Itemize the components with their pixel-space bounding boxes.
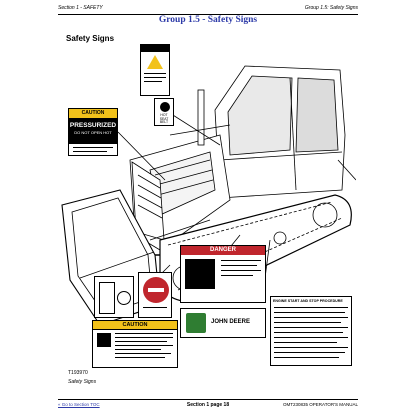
- section-toc-link[interactable]: « Go to Section TOC: [58, 402, 100, 407]
- engine-start-stop-label: ENGINE START AND STOP PROCEDURE: [273, 299, 343, 303]
- do-not-open-label: DO NOT OPEN HOT: [74, 130, 112, 135]
- section-title: Safety Signs: [66, 34, 115, 43]
- pressurized-caution-label: CAUTION: [69, 109, 117, 119]
- page-header: Section 1 - SAFETY Group 1.5: Safety Sig…: [58, 4, 358, 15]
- figure-id: T193970: [68, 370, 88, 376]
- danger-label: DANGER: [181, 246, 265, 255]
- page-title: Group 1.5 - Safety Signs: [158, 15, 258, 25]
- engine-start-stop-decal: ENGINE START AND STOP PROCEDURE: [270, 296, 352, 366]
- figure-caption: T193970 Safety Signs: [68, 370, 96, 385]
- safety-signs-figure: HOT SEAT BELT CAUTION PRESSURIZED DO NOT…: [60, 40, 357, 372]
- manual-id: OMT230835 OPERATOR'S MANUAL: [283, 402, 358, 407]
- pressurized-label: PRESSURIZED: [69, 122, 117, 129]
- john-deere-decal: JOHN DEERE: [180, 308, 266, 338]
- pictogram-decal-center: [138, 272, 172, 318]
- danger-decal: DANGER: [180, 245, 266, 303]
- page-number: Section 1 page 18: [186, 402, 230, 408]
- pictogram-decal-left: [94, 276, 134, 318]
- header-section: Section 1 - SAFETY: [58, 5, 103, 11]
- footer-rule: [58, 399, 358, 400]
- caution-bottom-label: CAUTION: [93, 321, 177, 330]
- page-footer: « Go to Section TOC Section 1 page 18 OM…: [58, 402, 358, 410]
- hot-seat-belt-decal: HOT SEAT BELT: [154, 98, 174, 126]
- caution-decal-bottom: CAUTION: [92, 320, 178, 368]
- figure-caption-text: Safety Signs: [68, 379, 97, 385]
- hazard-decal-top: [140, 44, 170, 96]
- john-deere-label: JOHN DEERE: [211, 319, 251, 325]
- header-group: Group 1.5: Safety Signs: [304, 5, 358, 11]
- pressurized-decal: CAUTION PRESSURIZED DO NOT OPEN HOT: [68, 108, 118, 156]
- hot-seat-label: HOT SEAT BELT: [159, 113, 169, 125]
